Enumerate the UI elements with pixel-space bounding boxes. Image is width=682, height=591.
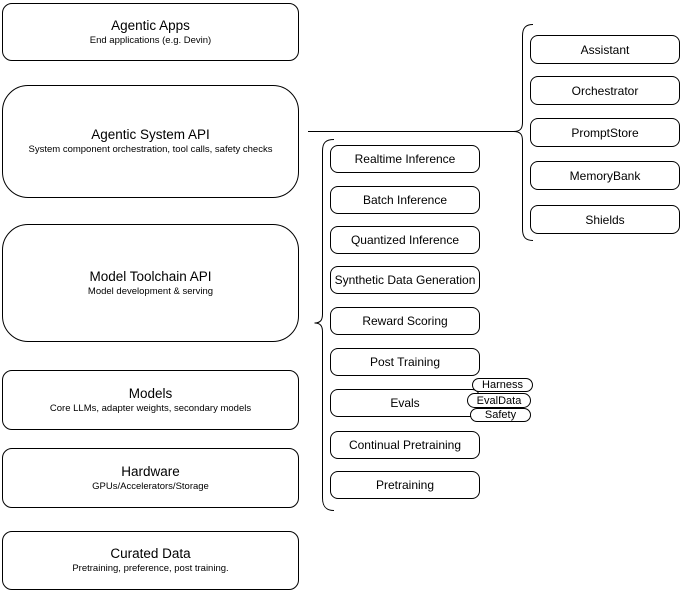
node-title: Curated Data <box>110 546 191 561</box>
node-evals-evaldata: EvalData <box>467 393 531 408</box>
node-reward-scoring: Reward Scoring <box>330 307 480 335</box>
node-curated-data: Curated Data Pretraining, preference, po… <box>2 531 299 590</box>
node-models: Models Core LLMs, adapter weights, secon… <box>2 370 299 430</box>
node-continual-pretraining: Continual Pretraining <box>330 431 480 459</box>
brace-system-components <box>513 24 534 241</box>
node-title: Model Toolchain API <box>89 268 212 284</box>
node-synthetic-data-generation: Synthetic Data Generation <box>330 266 480 294</box>
node-title: Agentic Apps <box>111 17 190 33</box>
node-subtitle: System component orchestration, tool cal… <box>28 144 273 155</box>
node-title: Models <box>128 385 173 401</box>
node-subtitle: Model development & serving <box>87 285 214 297</box>
node-subtitle: Pretraining, preference, post training. <box>72 563 229 574</box>
node-memorybank: MemoryBank <box>530 161 680 190</box>
node-evals: Evals <box>330 389 480 417</box>
node-batch-inference: Batch Inference <box>330 186 480 214</box>
node-shields: Shields <box>530 205 680 234</box>
node-pretraining: Pretraining <box>330 471 480 499</box>
node-quantized-inference: Quantized Inference <box>330 226 480 254</box>
node-agentic-system-api: Agentic System API System component orch… <box>2 85 299 198</box>
node-model-toolchain-api: Model Toolchain API Model development & … <box>2 224 299 342</box>
node-promptstore: PromptStore <box>530 118 680 147</box>
node-title: Agentic System API <box>91 127 210 142</box>
node-subtitle: Core LLMs, adapter weights, secondary mo… <box>49 402 252 414</box>
node-title: Hardware <box>121 463 180 479</box>
node-evals-safety: Safety <box>470 408 531 422</box>
node-post-training: Post Training <box>330 348 480 376</box>
node-agentic-apps: Agentic Apps End applications (e.g. Devi… <box>2 3 299 61</box>
node-subtitle: GPUs/Accelerators/Storage <box>92 480 209 492</box>
node-orchestrator: Orchestrator <box>530 76 680 105</box>
node-hardware: Hardware GPUs/Accelerators/Storage <box>2 448 299 508</box>
node-realtime-inference: Realtime Inference <box>330 145 480 173</box>
node-evals-harness: Harness <box>472 378 533 392</box>
node-assistant: Assistant <box>530 35 680 64</box>
brace-toolchain-services <box>314 139 335 511</box>
node-subtitle: End applications (e.g. Devin) <box>89 34 212 46</box>
